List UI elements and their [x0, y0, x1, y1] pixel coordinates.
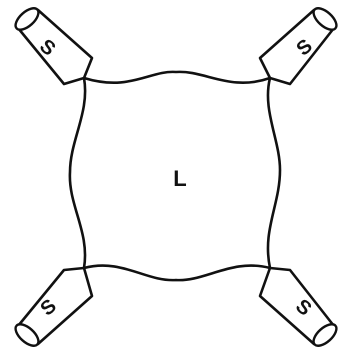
clamp-bottom-left: S: [12, 268, 92, 350]
clamp-top-left: S: [12, 4, 92, 84]
clamp-bottom-right: S: [260, 268, 340, 350]
center-label: L: [173, 166, 186, 191]
clamp-top-right: S: [260, 4, 340, 84]
